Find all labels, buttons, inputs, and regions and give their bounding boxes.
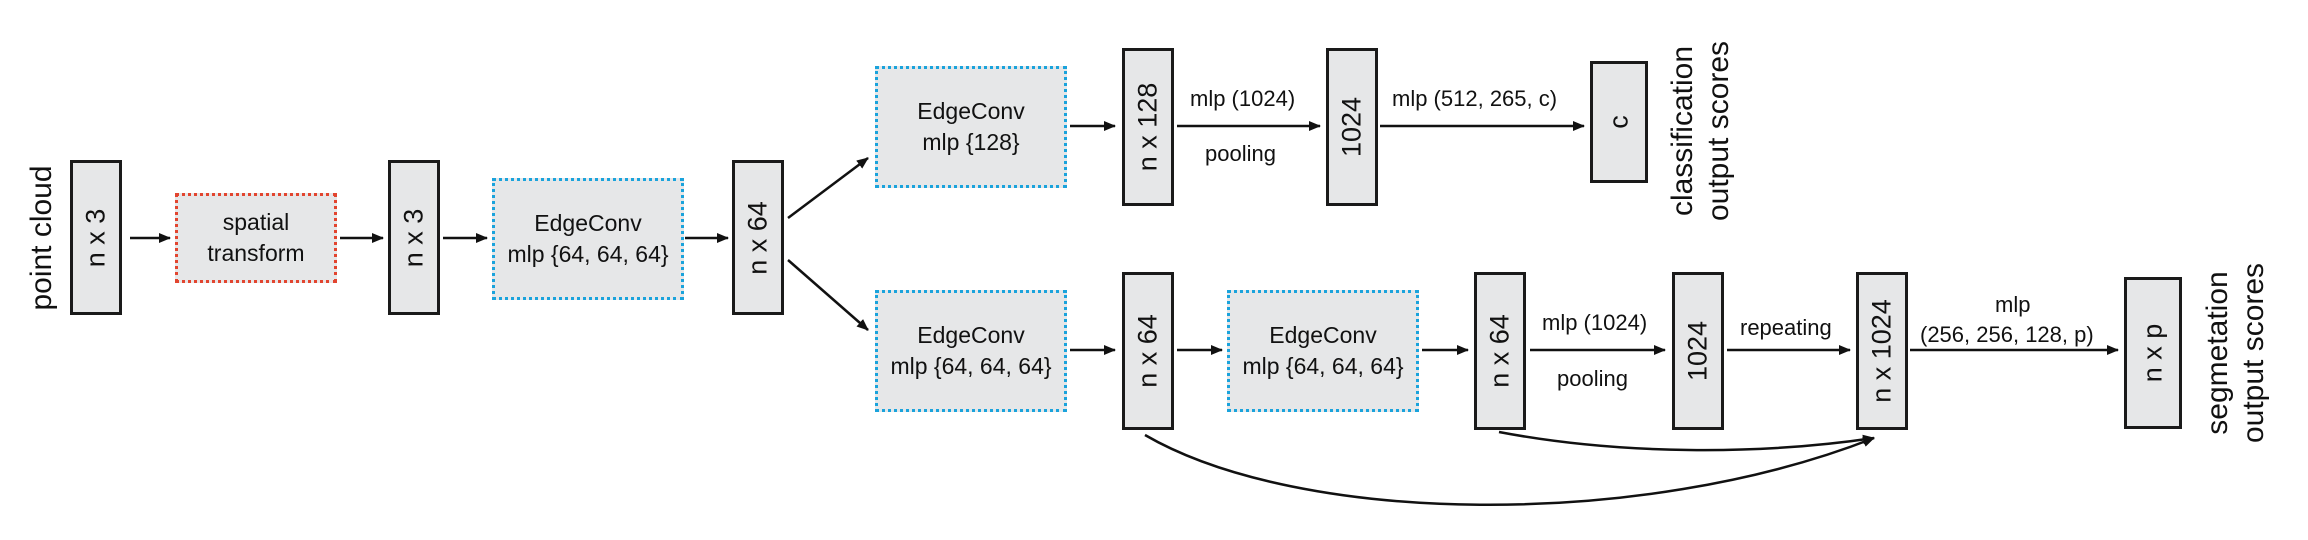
cls-mlp2-label: mlp (512, 265, c)	[1392, 86, 1558, 111]
cls-global-feature-1024: 1024	[1326, 48, 1378, 206]
seg-tensor-n-x-64-a: n x 64	[1122, 272, 1174, 430]
cls-mlp-label: mlp (1024)	[1190, 86, 1296, 111]
seg-tensor-n-x-64-b: n x 64	[1474, 272, 1526, 430]
cls-output-c: c	[1590, 61, 1648, 183]
edgeconv-seg-block-1: EdgeConv mlp {64, 64, 64}	[875, 290, 1067, 412]
edge-t2-to-cls-branch	[787, 157, 869, 219]
seg-mlp2-label-line2: (256, 256, 128, p)	[1920, 322, 2094, 347]
edgeconv-block-1-title: EdgeConv	[534, 210, 642, 236]
skip-seg-t2-to-seg-t4	[1498, 430, 1875, 452]
input-side-label: point cloud	[25, 165, 58, 311]
edgeconv-seg2-mlp: mlp {64, 64, 64}	[1242, 353, 1404, 379]
seg-tensor-n-x-1024: n x 1024	[1856, 272, 1908, 430]
edgeconv-cls-mlp: mlp {128}	[922, 129, 1020, 155]
edgeconv-block-1: EdgeConv mlp {64, 64, 64}	[492, 178, 684, 300]
cls-pooling-label: pooling	[1205, 141, 1276, 166]
cls-side-label: classification output scores	[1666, 40, 1735, 222]
edgeconv-cls-block: EdgeConv mlp {128}	[875, 66, 1067, 188]
seg-repeating-label: repeating	[1740, 315, 1832, 340]
edgeconv-seg-block-2: EdgeConv mlp {64, 64, 64}	[1227, 290, 1419, 412]
input-tensor: n x 3	[70, 160, 122, 315]
edgeconv-cls-title: EdgeConv	[917, 98, 1025, 124]
edgeconv-seg1-mlp: mlp {64, 64, 64}	[890, 353, 1052, 379]
seg-pooling-label: pooling	[1557, 366, 1628, 391]
edgeconv-block-1-mlp: mlp {64, 64, 64}	[507, 241, 669, 267]
spatial-transform-block: spatial transform	[175, 193, 337, 283]
spatial-transform-line1: spatial	[222, 209, 290, 235]
seg-side-label: segmetation output scores	[2201, 262, 2270, 444]
feature-tensor-n-x-64: n x 64	[732, 160, 784, 315]
transformed-tensor: n x 3	[388, 160, 440, 315]
seg-mlp2-label-line1: mlp	[1995, 292, 2031, 317]
edgeconv-seg1-title: EdgeConv	[917, 322, 1025, 348]
spatial-transform-line2: transform	[207, 240, 305, 266]
seg-mlp-label: mlp (1024)	[1542, 310, 1648, 335]
cls-tensor-n-x-128: n x 128	[1122, 48, 1174, 206]
edgeconv-seg2-title: EdgeConv	[1269, 322, 1377, 348]
skip-seg-t1-to-seg-t4	[1144, 433, 1875, 506]
seg-output-n-x-p: n x p	[2124, 277, 2182, 429]
seg-global-feature-1024: 1024	[1672, 272, 1724, 430]
edge-t2-to-seg-branch	[787, 259, 869, 331]
